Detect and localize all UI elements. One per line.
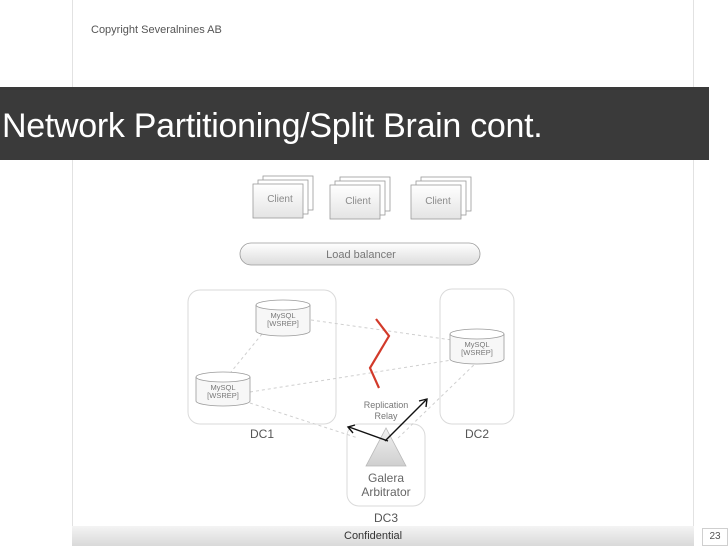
- arbitrator-label-line2: Arbitrator: [361, 485, 410, 499]
- mysql-label: MySQL: [464, 340, 489, 349]
- relay-arrow-left-head: [346, 424, 356, 434]
- slide-title: Network Partitioning/Split Brain cont.: [2, 107, 543, 145]
- link-node2-arbitrator: [395, 360, 479, 441]
- relay-arrow-right-head: [418, 398, 428, 408]
- footer-bar: [72, 526, 694, 546]
- wsrep-label: [WSREP]: [207, 391, 239, 400]
- replication-links: [230, 319, 479, 441]
- mysql-label: MySQL: [270, 311, 295, 320]
- dc3-label: DC3: [374, 511, 398, 525]
- wsrep-label: [WSREP]: [267, 319, 299, 328]
- relay-arrow-right: [384, 399, 427, 442]
- dc2-label: DC2: [465, 427, 489, 441]
- arbitrator-label-line1: Galera: [368, 471, 404, 485]
- link-node3-arbitrator: [249, 402, 359, 439]
- mysql-node-3: MySQL [WSREP]: [195, 371, 251, 407]
- mysql-node-2: MySQL [WSREP]: [449, 328, 505, 365]
- client-label: Client: [267, 194, 293, 205]
- left-frame-line-lower: [72, 160, 73, 526]
- copyright-text: Copyright Severalnines AB: [91, 24, 222, 36]
- mysql-node-1: MySQL [WSREP]: [255, 299, 311, 337]
- relay-arrow-left: [348, 426, 389, 442]
- dc1-box: [187, 289, 337, 425]
- replication-relay-label-line1: Replication: [364, 400, 409, 410]
- link-node3-node2: [249, 359, 453, 393]
- relay-arrows: [346, 398, 428, 442]
- network-partition-line: [368, 318, 391, 389]
- dc2-box: [439, 288, 515, 425]
- page-number: 23: [702, 528, 728, 546]
- wsrep-label: [WSREP]: [461, 348, 493, 357]
- galera-arbitrator-icon: [365, 427, 407, 467]
- client-2: Client: [329, 176, 391, 220]
- load-balancer: Load balancer: [239, 242, 481, 266]
- dc1-label: DC1: [250, 427, 274, 441]
- title-bar: Network Partitioning/Split Brain cont.: [0, 87, 709, 160]
- client-label: Client: [425, 196, 451, 207]
- client-label: Client: [345, 196, 371, 207]
- right-frame-line-lower: [693, 160, 694, 526]
- link-node1-node2: [310, 319, 453, 341]
- link-node1-node3: [230, 333, 263, 373]
- mysql-label: MySQL: [210, 383, 235, 392]
- client-3: Client: [410, 176, 472, 220]
- load-balancer-label: Load balancer: [326, 249, 396, 261]
- confidential-label: Confidential: [344, 530, 403, 542]
- dc3-box: [346, 423, 426, 507]
- right-frame-line: [693, 0, 694, 87]
- client-1: Client: [252, 175, 314, 219]
- left-frame-line: [72, 0, 73, 87]
- replication-relay-label-line2: Relay: [374, 411, 398, 421]
